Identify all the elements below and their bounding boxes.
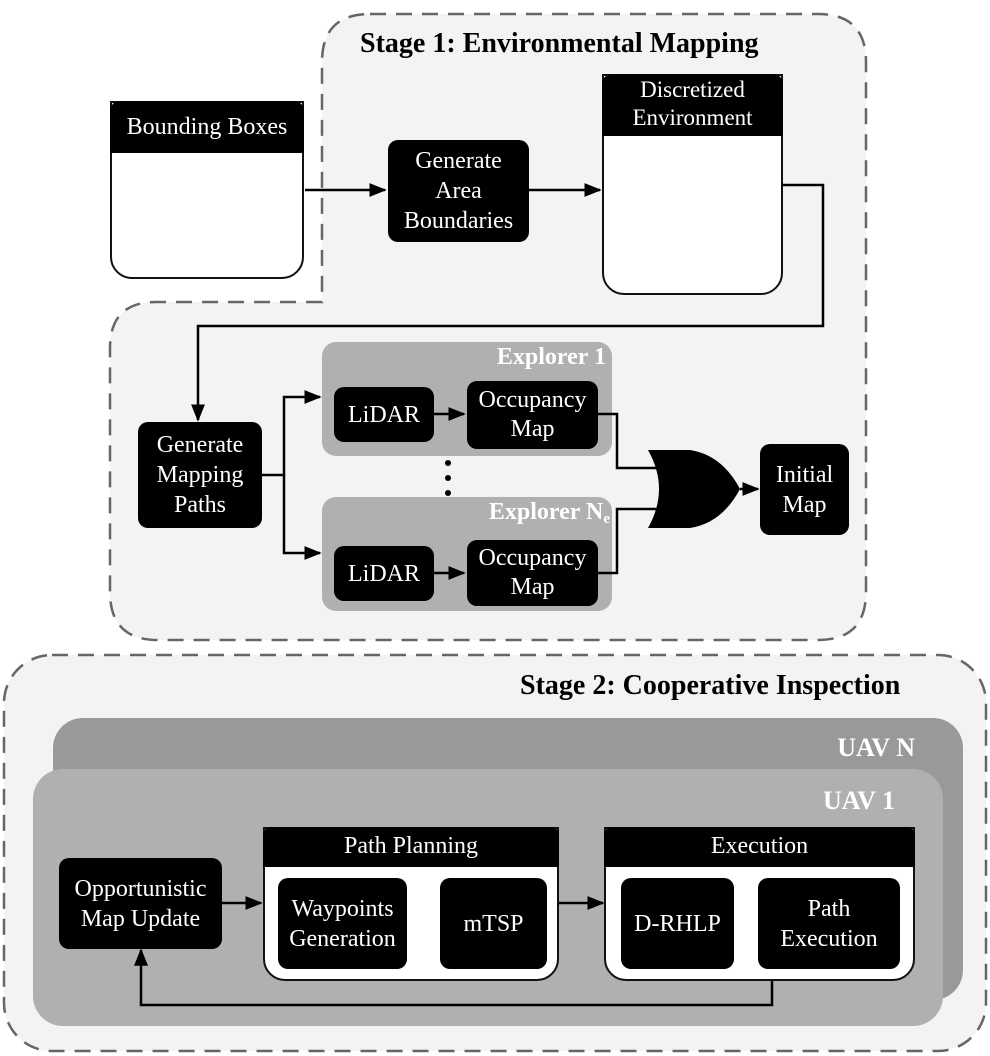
connectors [134,183,825,1007]
bounding-boxes-title: Bounding Boxes [110,101,304,153]
waypoints-generation-block: Waypoints Generation [278,878,407,969]
bounding-boxes-card: Bounding Boxes [110,101,304,279]
wire-occ1-to-gate [597,412,666,470]
opportunistic-map-update-block: Opportunistic Map Update [59,858,222,949]
explorer-n-lidar-block: LiDAR [334,546,434,601]
explorer-1-title: Explorer 1 [496,344,606,370]
arrow-pathexec-to-oppmap [134,948,774,1007]
d-rhlp-block: D-RHLP [621,878,734,969]
generate-area-boundaries-block: Generate Area Boundaries [388,140,529,242]
discretized-environment-card: Discretized Environment [602,74,783,295]
arrow-mapping-to-explorer1 [262,390,322,477]
explorer-n-occupancy-map-block: Occupancy Map [467,540,598,606]
path-execution-block: Path Execution [758,878,900,969]
discretized-environment-title: Discretized Environment [602,74,783,136]
explorer-n-title: Explorer Ne [488,499,610,527]
arrow-mapping-to-explorern [282,475,322,560]
explorer-1-occupancy-map-block: Occupancy Map [467,381,598,449]
generate-mapping-paths-block: Generate Mapping Paths [138,422,262,528]
uav-n-title: UAV N [837,733,915,762]
wire-occn-to-gate [597,507,666,575]
or-gate-icon [648,450,740,528]
path-planning-title: Path Planning [263,827,559,867]
stage1-title: Stage 1: Environmental Mapping [360,28,759,59]
explorer-1-lidar-block: LiDAR [334,387,434,442]
execution-title: Execution [604,827,915,867]
ellipsis-icon [445,460,451,496]
uav-1-title: UAV 1 [822,786,895,815]
stage2-title: Stage 2: Cooperative Inspection [520,670,901,701]
initial-map-block: Initial Map [760,444,849,535]
arrow-discretized-to-mapping [191,183,825,422]
mtsp-block: mTSP [440,878,547,969]
